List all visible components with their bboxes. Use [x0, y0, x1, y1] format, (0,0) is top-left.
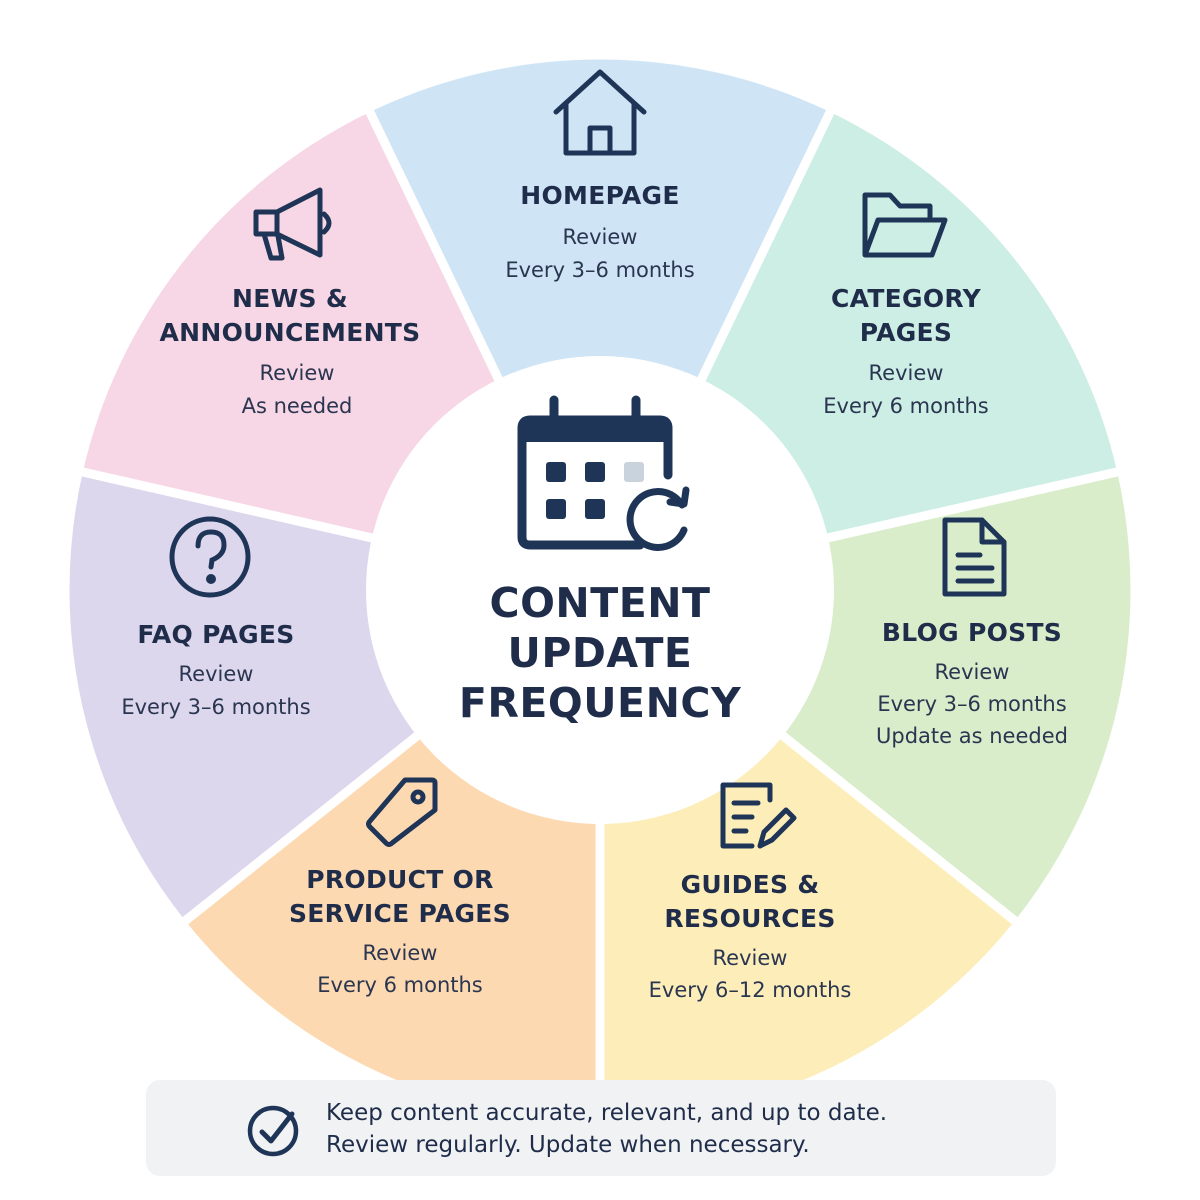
edit-document-icon: [720, 782, 797, 849]
segment-frequency-product: Every 6 months: [317, 973, 483, 997]
segment-title-blog: BLOG POSTS: [881, 618, 1063, 647]
tag-icon: [366, 777, 438, 847]
segment-frequency-news: As needed: [241, 394, 353, 418]
segment-frequency-homepage: Every 3–6 months: [505, 258, 695, 282]
segment-title-category: CATEGORY PAGES: [830, 284, 982, 347]
segment-frequency-guides: Every 6–12 months: [648, 978, 852, 1002]
segment-title-product: PRODUCT OR SERVICE PAGES: [289, 865, 511, 928]
document-icon: [942, 517, 1007, 597]
segment-title-guides: GUIDES & RESOURCES: [664, 870, 836, 933]
folder-icon: [862, 192, 948, 258]
check-circle-icon: [247, 1105, 299, 1157]
segment-review-product: Review: [362, 941, 438, 965]
home-icon: [553, 69, 647, 156]
center-circle: [366, 356, 834, 824]
segment-review-homepage: Review: [562, 225, 638, 249]
footer-note: Keep content accurate, relevant, and up …: [146, 1080, 1056, 1176]
footer-line-1: Keep content accurate, relevant, and up …: [326, 1100, 888, 1126]
segment-title-faq: FAQ PAGES: [137, 620, 295, 649]
question-icon: [169, 516, 251, 598]
calendar-refresh-icon: [517, 395, 690, 551]
segment-review-faq: Review: [178, 662, 254, 686]
segment-review-news: Review: [259, 361, 335, 385]
segment-frequency-category: Every 6 months: [823, 394, 989, 418]
segment-review-category: Review: [868, 361, 944, 385]
segment-review-guides: Review: [712, 946, 788, 970]
segment-title-news: NEWS & ANNOUNCEMENTS: [159, 284, 421, 347]
segment-frequency-blog: Every 3–6 months Update as needed: [876, 692, 1068, 748]
footer-line-2: Review regularly. Update when necessary.: [326, 1132, 810, 1158]
center-title: CONTENT UPDATE FREQUENCY: [458, 579, 742, 727]
segment-title-homepage: HOMEPAGE: [520, 181, 680, 210]
segment-frequency-faq: Every 3–6 months: [121, 695, 311, 719]
segment-review-blog: Review: [934, 660, 1010, 684]
megaphone-icon: [253, 187, 332, 261]
